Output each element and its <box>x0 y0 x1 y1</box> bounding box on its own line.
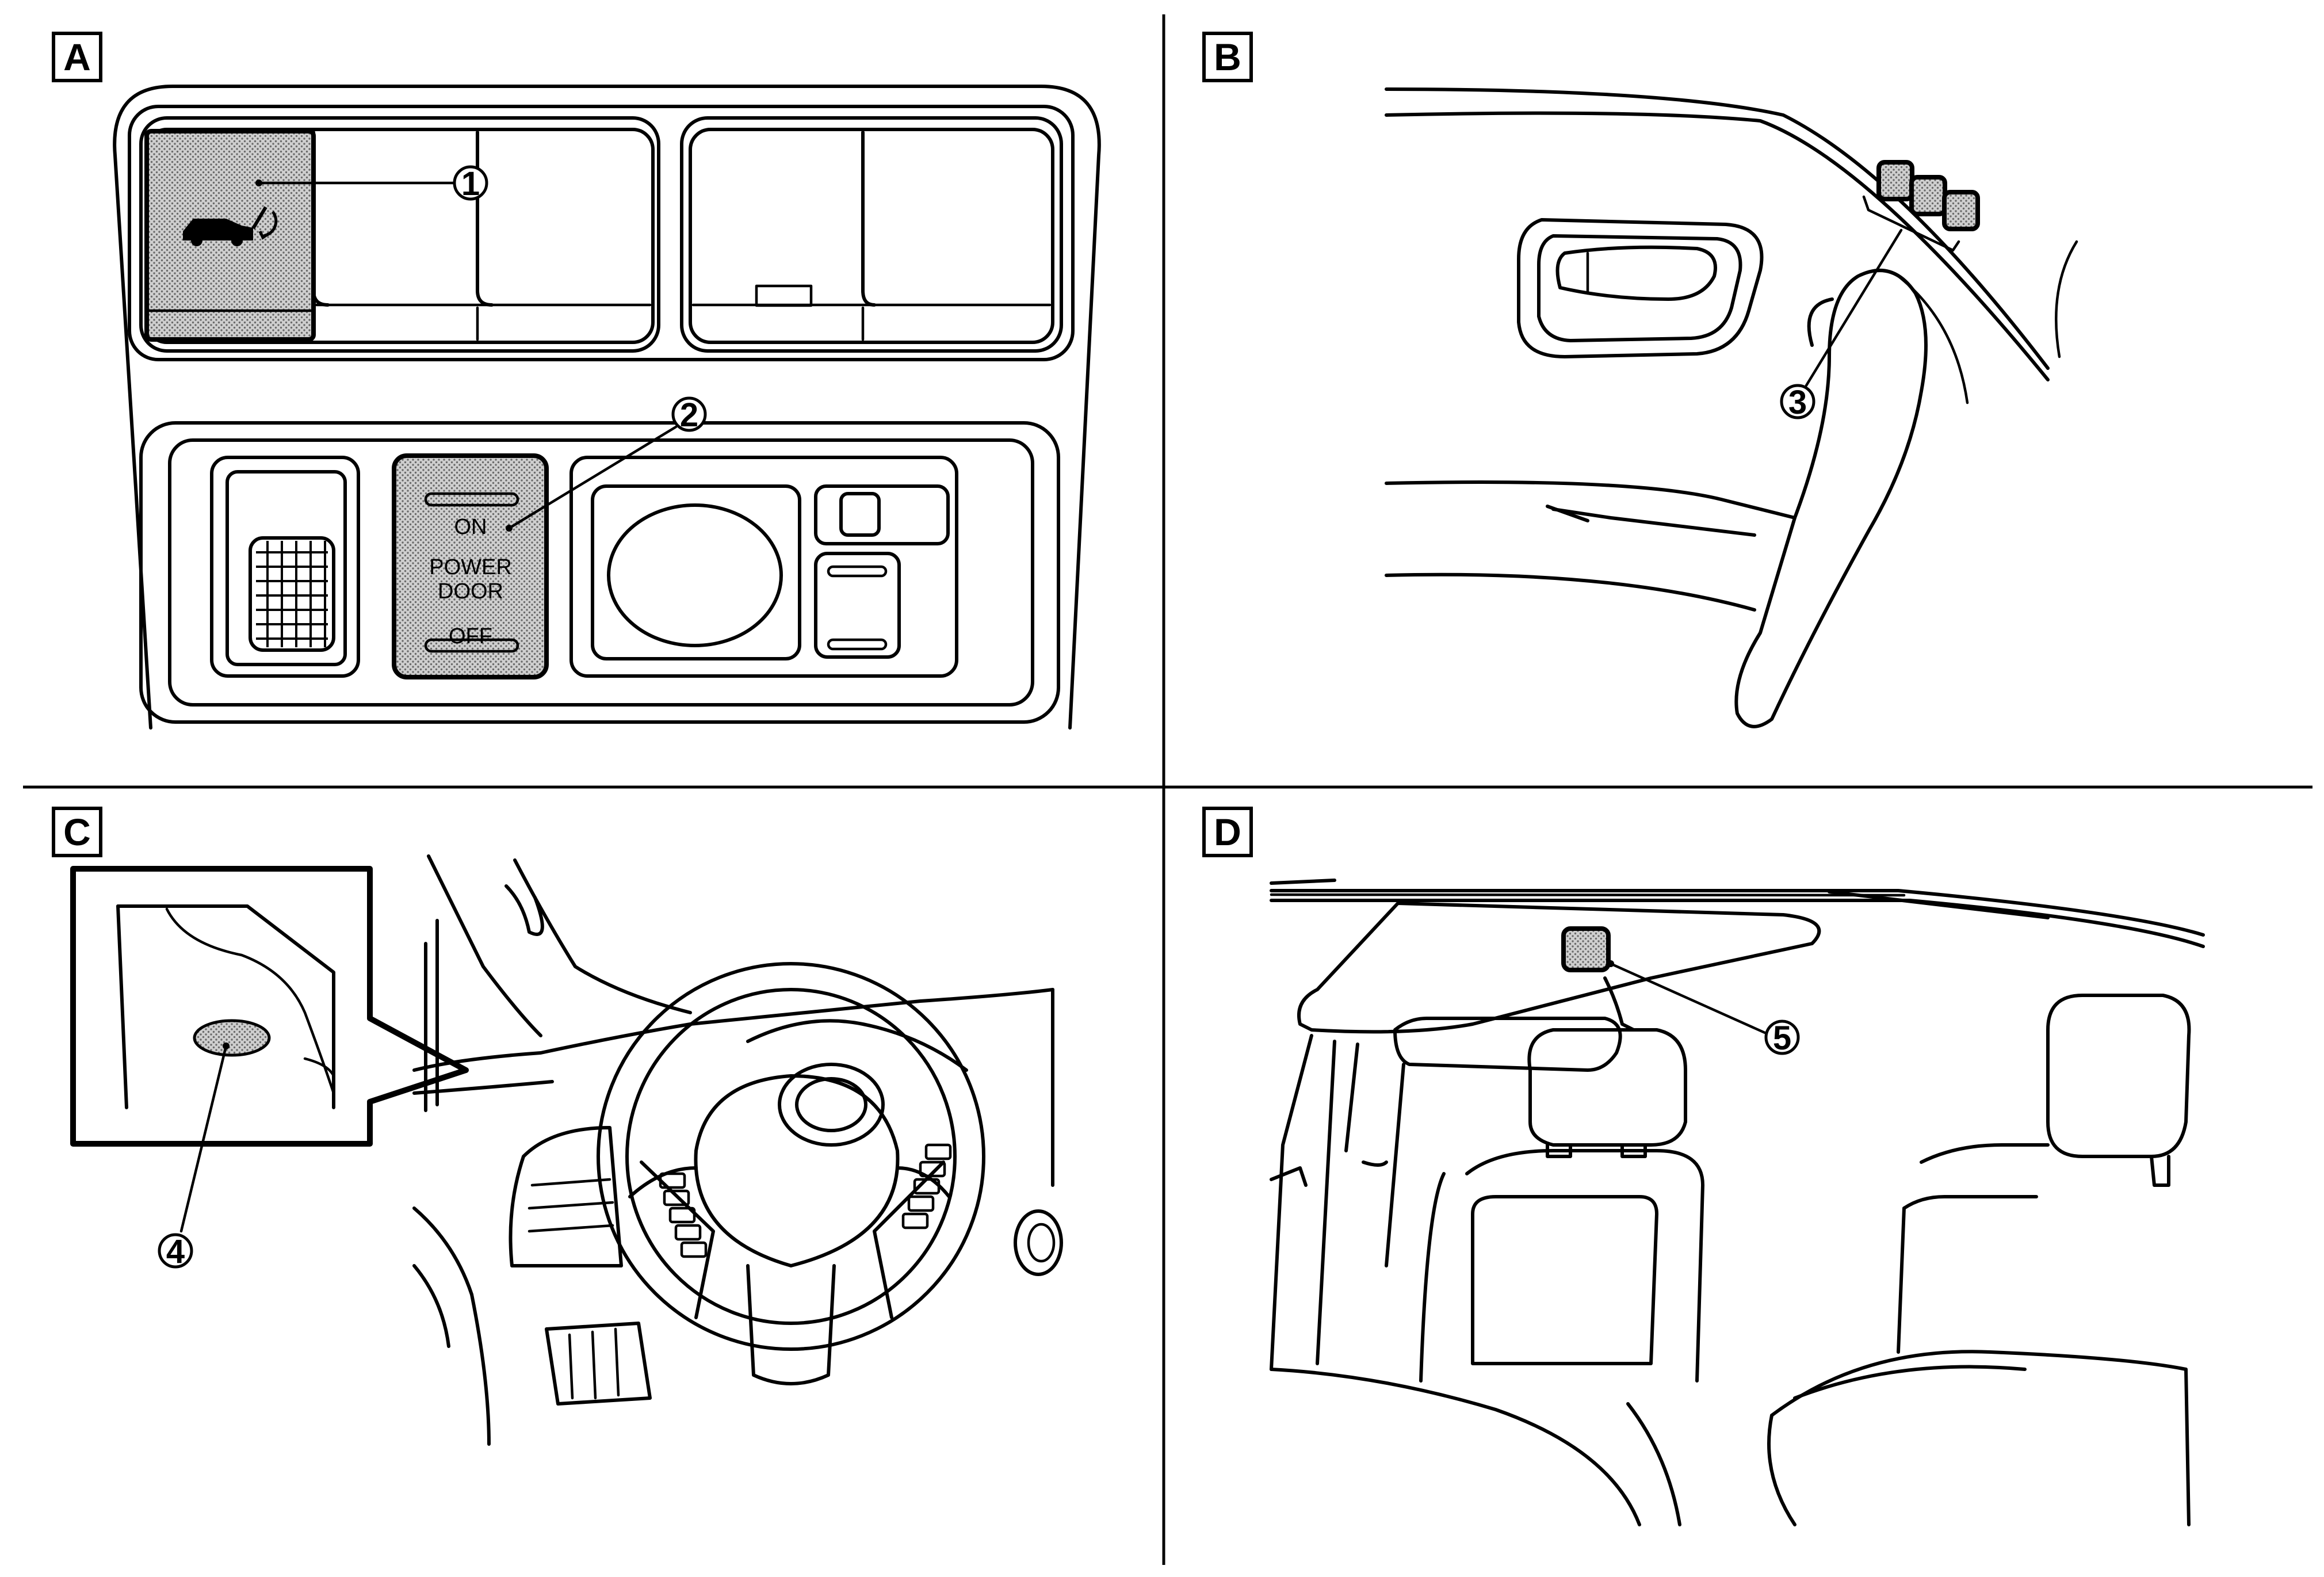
panel-b-driver-door: B 3 <box>1202 32 2078 728</box>
panel-c-label: C <box>63 811 91 853</box>
sunroof-knob-grid <box>256 541 328 647</box>
door-switch-group <box>1876 160 1980 231</box>
steering-wheel <box>597 962 985 1385</box>
panel-a-overhead-console: A 1 <box>52 32 1101 730</box>
switch-on-label: ON <box>454 515 487 539</box>
switch-power-label: POWER <box>429 555 512 579</box>
panel-c-label-box <box>52 807 102 857</box>
panel-c-instrument-panel: C 4 <box>52 807 1063 1446</box>
panel-d-cabin: D 5 <box>1202 807 2205 1526</box>
panel-a-label: A <box>63 36 91 78</box>
callout-3: 3 <box>1788 384 1807 421</box>
switch-door-label: DOOR <box>438 579 503 604</box>
panel-a-label-box <box>52 32 102 82</box>
vehicle-back-door-icon <box>183 206 278 246</box>
steering-switches-right <box>901 1143 952 1229</box>
callout-2: 2 <box>680 396 698 434</box>
door-switch-1 <box>1876 160 1914 201</box>
overhead-sensor-unit <box>1561 926 1611 972</box>
inset-detail-box <box>70 866 469 1147</box>
door-switch-3 <box>1942 190 1980 231</box>
callout-5: 5 <box>1773 1019 1791 1057</box>
callout-4: 4 <box>166 1233 185 1270</box>
sensor-spot <box>193 1019 271 1057</box>
door-switch-2 <box>1909 175 1947 216</box>
panel-d-label-box <box>1202 807 1253 857</box>
panel-b-label-box <box>1202 32 1253 82</box>
panel-d-label: D <box>1214 811 1241 853</box>
switch-off-label: OFF <box>449 624 492 648</box>
panel-b-label: B <box>1214 36 1241 78</box>
callout-1: 1 <box>461 165 480 203</box>
steering-switches-left <box>659 1172 708 1258</box>
quadrant-dividers <box>23 14 2312 1565</box>
power-door-main-switch <box>392 453 549 679</box>
